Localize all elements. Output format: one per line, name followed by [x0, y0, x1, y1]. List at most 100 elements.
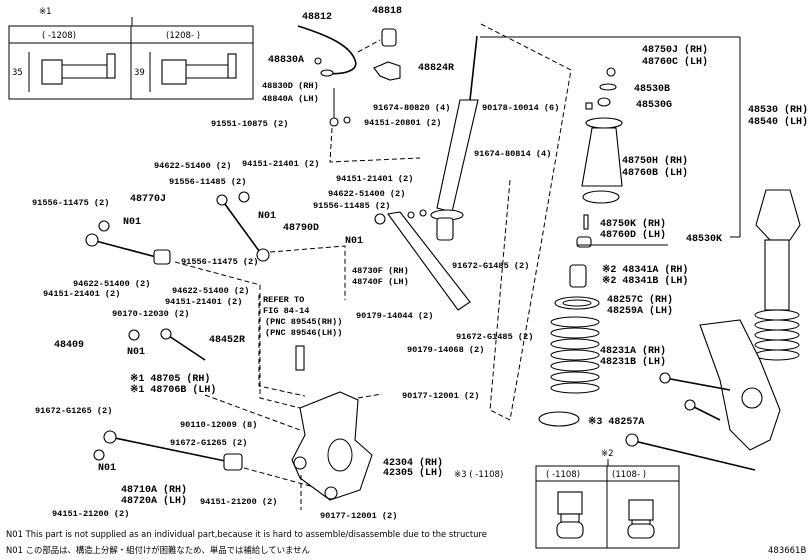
refer-to-pnc-lh[interactable]: (PNC 89546(LH)) — [265, 328, 342, 338]
rear-axle-carrier — [258, 295, 383, 510]
part-label[interactable]: ※3 48257A — [588, 416, 644, 428]
part-label[interactable]: 91674-80820 (4) — [373, 103, 450, 113]
part-label[interactable]: 94622-51400 (2) — [328, 189, 405, 199]
upper-support — [480, 36, 741, 248]
part-label[interactable]: 48750K (RH) — [600, 218, 666, 230]
bushing-right-drawing — [149, 52, 237, 92]
part-label[interactable]: 48720A (LH) — [121, 495, 187, 507]
part-label[interactable]: 48231A (RH) — [600, 345, 666, 357]
bump-stopper-old — [556, 491, 584, 539]
part-label[interactable]: 90178-10014 (6) — [482, 103, 559, 113]
part-label[interactable]: 94151-21401 (2) — [242, 159, 319, 169]
part-label[interactable]: 48530B — [634, 84, 670, 95]
refer-to-pnc-rh[interactable]: (PNC 89545(RH)) — [265, 317, 342, 327]
part-label[interactable]: 91672-G1485 (2) — [452, 261, 529, 271]
part-label[interactable]: 94622-51400 (2) — [73, 279, 150, 289]
n01-label[interactable]: N01 — [345, 236, 363, 247]
part-label[interactable]: 48730F (RH) — [352, 266, 409, 276]
note-n01-english: N01 This part is not supplied as an indi… — [6, 529, 487, 539]
part-label[interactable]: 94622-51400 (2) — [172, 286, 249, 296]
part-label[interactable]: 94151-21401 (2) — [165, 297, 242, 307]
part-label[interactable]: 48760B (LH) — [622, 167, 688, 179]
part-label[interactable]: 48750J (RH) — [642, 44, 708, 56]
part-label[interactable]: 91672-G1265 (2) — [35, 406, 112, 416]
part-label[interactable]: 48824R — [418, 63, 454, 74]
part-label[interactable]: 94151-21200 (2) — [52, 509, 129, 519]
part-label[interactable]: 91672-G1265 (2) — [170, 438, 247, 448]
bushing-left-drawing — [28, 52, 116, 92]
part-label[interactable]: 91556-11485 (2) — [169, 177, 246, 187]
inset-2-col-right: (1108- ) — [612, 470, 646, 480]
lower-arms — [85, 220, 326, 491]
part-label[interactable]: 91556-11485 (2) — [313, 201, 390, 211]
refer-to-fig[interactable]: FIG 84-14 — [263, 306, 309, 316]
coil-spring — [550, 316, 600, 394]
part-label[interactable]: 90177-12001 (2) — [402, 391, 479, 401]
n01-label[interactable]: N01 — [127, 347, 145, 358]
part-label[interactable]: 48530K — [686, 234, 722, 245]
refer-to-text: REFER TO — [263, 295, 304, 305]
part-label[interactable]: 90110-12009 (8) — [180, 420, 257, 430]
part-label[interactable]: 48790D — [283, 223, 319, 234]
part-label[interactable]: 91551-10875 (2) — [211, 119, 288, 129]
n01-label[interactable]: N01 — [258, 211, 276, 222]
part-label[interactable]: 91556-11475 (2) — [181, 257, 258, 267]
dim-39: 39 — [134, 68, 145, 78]
inset-2-mark: ※2 — [601, 449, 614, 459]
bump-stopper-new — [627, 499, 655, 539]
part-label[interactable]: 48740F (LH) — [352, 277, 409, 287]
part-label[interactable]: 48540 (LH) — [748, 116, 808, 128]
n01-label[interactable]: N01 — [98, 463, 116, 474]
inset-1-mark: ※1 — [39, 7, 52, 17]
assembled-suspension-view — [625, 189, 801, 471]
part-label[interactable]: 48760C (LH) — [642, 56, 708, 68]
part-label[interactable]: 48231B (LH) — [600, 356, 666, 368]
part-label[interactable]: 48770J — [130, 194, 166, 205]
part-label[interactable]: 48530G — [636, 100, 672, 111]
part-label[interactable]: 48812 — [302, 12, 332, 23]
part-label[interactable]: 48760D (LH) — [600, 229, 666, 241]
upper-arms — [216, 191, 471, 311]
part-label[interactable]: 90179-14044 (2) — [356, 311, 433, 321]
part-label[interactable]: 90179-14068 (2) — [407, 345, 484, 355]
part-label[interactable]: 94151-20801 (2) — [364, 118, 441, 128]
part-label[interactable]: 94151-21200 (2) — [200, 497, 277, 507]
part-label[interactable]: 48259A (LH) — [607, 305, 673, 317]
part-callouts: 48812 48818 48830A 48824R 48830D (RH) 48… — [32, 6, 808, 521]
part-label[interactable]: 91672-G1485 (2) — [456, 332, 533, 342]
part-label[interactable]: ※2 48341A (RH) — [602, 264, 688, 276]
note-n01-japanese: N01 この部品は、構造上分解・組付けが困難なため、単品では補給していません — [6, 545, 310, 555]
note-3: ※3 ( -1108) — [454, 470, 503, 480]
part-label[interactable]: ※1 48706B (LH) — [130, 384, 216, 396]
part-label[interactable]: 91556-11475 (2) — [32, 198, 109, 208]
part-label[interactable]: 48409 — [54, 340, 84, 351]
part-label[interactable]: 48818 — [372, 6, 402, 17]
n01-label[interactable]: N01 — [123, 217, 141, 228]
part-label[interactable]: 94622-51400 (2) — [154, 161, 231, 171]
part-label[interactable]: 48710A (RH) — [121, 484, 187, 496]
inset-1-table: ※1 ( -1208) (1208- ) 35 39 — [8, 7, 254, 100]
part-label[interactable]: 42305 (LH) — [383, 467, 443, 479]
shock-absorber — [430, 23, 572, 421]
part-label[interactable]: 48840A (LH) — [262, 94, 319, 104]
part-label[interactable]: 48530 (RH) — [748, 104, 808, 116]
stabilizer-bar — [297, 25, 421, 163]
part-label[interactable]: 94151-21401 (2) — [336, 174, 413, 184]
part-label[interactable]: 91674-80814 (4) — [474, 149, 551, 159]
inset-2-table: ※2 ( -1108) (1108- ) — [535, 449, 680, 549]
inset-1-col-left: ( -1208) — [42, 31, 76, 41]
part-label[interactable]: 48830A — [268, 55, 304, 66]
part-label[interactable]: ※2 48341B (LH) — [602, 275, 688, 287]
part-label[interactable]: ※1 48705 (RH) — [130, 373, 210, 385]
part-label[interactable]: 90177-12001 (2) — [320, 511, 397, 521]
part-label[interactable]: 90170-12030 (2) — [112, 309, 189, 319]
part-label[interactable]: 48257C (RH) — [607, 294, 673, 306]
part-label[interactable]: 48830D (RH) — [262, 81, 319, 91]
part-label[interactable]: 42304 (RH) — [383, 457, 443, 469]
part-label[interactable]: 48750H (RH) — [622, 155, 688, 167]
inset-1-col-right: (1208- ) — [166, 31, 200, 41]
part-label[interactable]: 94151-21401 (2) — [43, 289, 120, 299]
part-label[interactable]: 48452R — [209, 335, 245, 346]
